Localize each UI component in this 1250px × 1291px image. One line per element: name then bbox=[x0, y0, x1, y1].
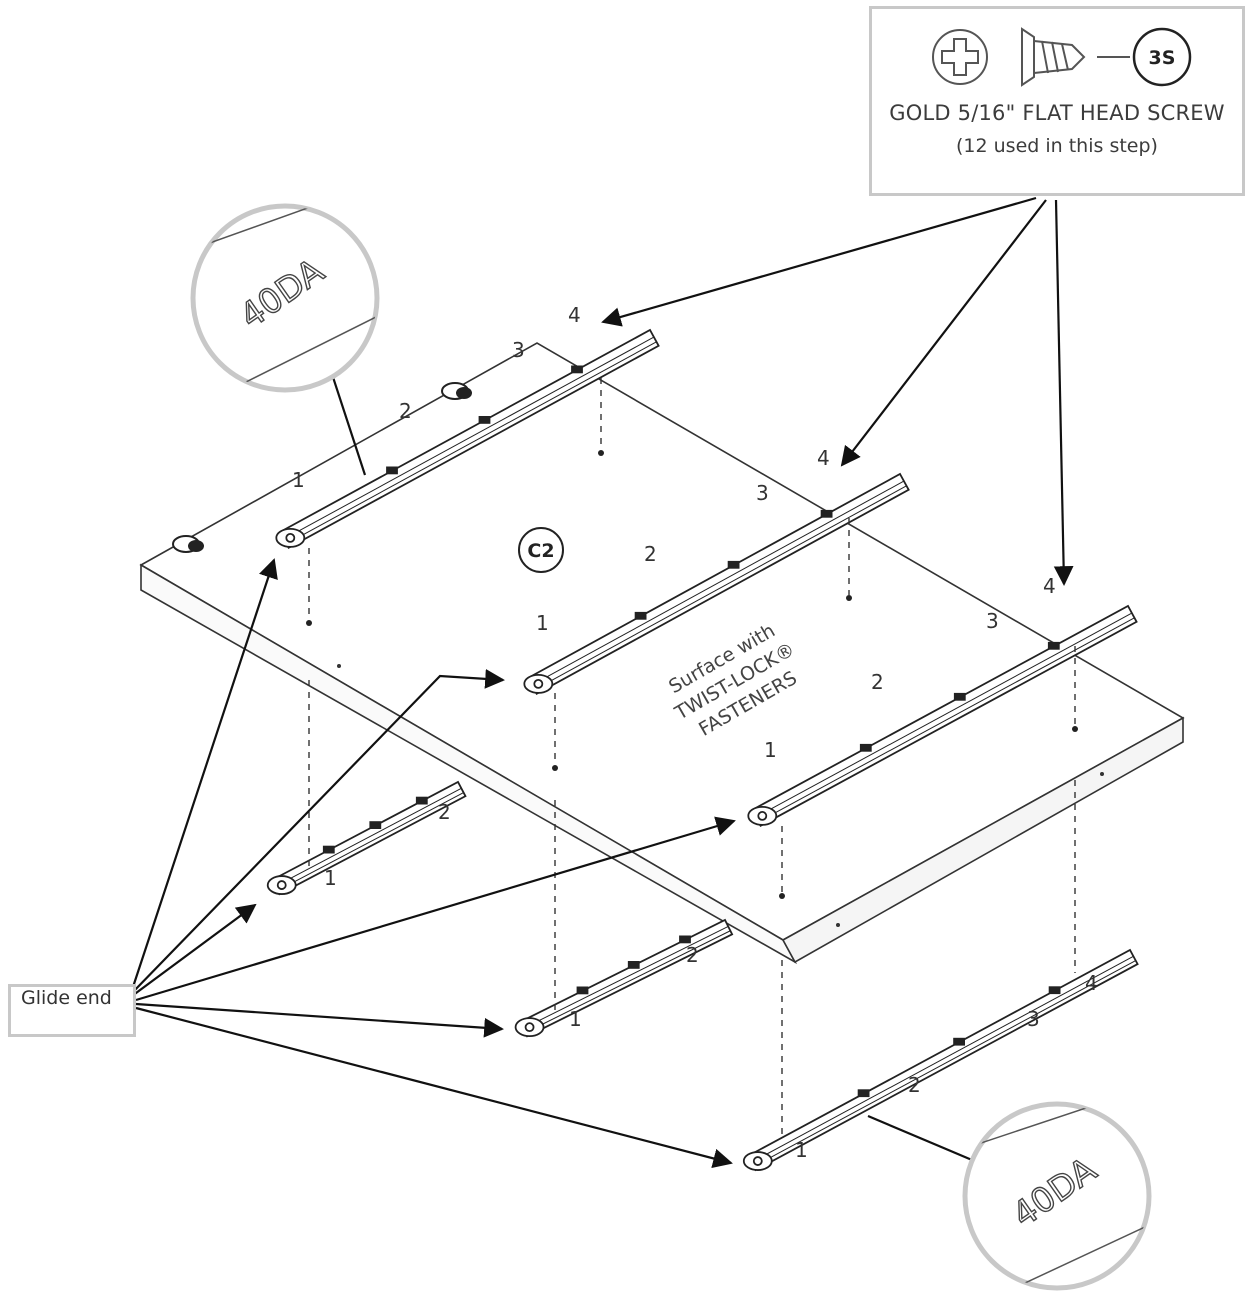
glide-end-arrows bbox=[130, 558, 736, 1169]
glide-tab bbox=[1047, 641, 1060, 650]
glide-tab bbox=[478, 415, 491, 424]
glide-number: 1 bbox=[795, 1138, 808, 1162]
glide-rail-groove bbox=[755, 612, 1133, 818]
glide-number: 2 bbox=[438, 800, 451, 824]
glide-number: 2 bbox=[686, 943, 699, 967]
glide-tab bbox=[634, 611, 647, 620]
glide-tab bbox=[571, 365, 583, 374]
screw-callout: 3S GOLD 5/16" FLAT HEAD SCREW (12 used i… bbox=[869, 6, 1245, 196]
panel-badge: C2 bbox=[518, 527, 564, 573]
glide-end-callout: Glide end bbox=[8, 984, 136, 1037]
hole-number: 3 bbox=[512, 338, 525, 362]
upper-glides bbox=[275, 328, 1138, 828]
dashed-guide-lines bbox=[308, 378, 1076, 1140]
glide-tab bbox=[322, 845, 335, 854]
glide-tab bbox=[820, 509, 833, 518]
hole-number: 1 bbox=[292, 468, 305, 492]
hole-number: 1 bbox=[764, 738, 777, 762]
upper-glide-middle bbox=[523, 472, 910, 696]
hole-number: 4 bbox=[1043, 574, 1056, 598]
screw-callout-arrows bbox=[601, 196, 1074, 586]
glide-rail-body bbox=[270, 780, 467, 896]
hole-number: 4 bbox=[817, 446, 830, 470]
glide-tab bbox=[679, 935, 691, 944]
glide-end-hole bbox=[533, 678, 544, 689]
flat-head-screw-icon bbox=[1021, 27, 1086, 87]
glide-tab bbox=[369, 821, 382, 829]
panel-badge-label: C2 bbox=[527, 540, 554, 562]
glide-end-label: Glide end bbox=[21, 987, 112, 1009]
glide-rail-groove bbox=[751, 955, 1134, 1163]
zoom-circle-bottom: 40DA bbox=[867, 1101, 1152, 1291]
panel-board bbox=[139, 342, 1185, 965]
hole-number: 1 bbox=[536, 611, 549, 635]
glide-end-hole bbox=[285, 532, 296, 543]
twist-lock-fastener-icon bbox=[172, 382, 472, 553]
glide-tab bbox=[415, 796, 428, 805]
zoom-circle-top: 40DA bbox=[190, 203, 380, 476]
glide-tab bbox=[857, 1089, 870, 1098]
glide-rail-groove bbox=[286, 341, 657, 545]
hole-number: 3 bbox=[756, 481, 769, 505]
hole-number: 2 bbox=[871, 670, 884, 694]
screw-callout-subtitle: (12 used in this step) bbox=[956, 135, 1158, 157]
glide-rail-groove bbox=[275, 787, 462, 887]
lower-glides bbox=[266, 780, 1139, 1172]
glide-rail-groove bbox=[525, 930, 731, 1034]
hole-number: 2 bbox=[644, 542, 657, 566]
lower-glide-right bbox=[742, 948, 1139, 1172]
glide-tab bbox=[627, 961, 640, 969]
glide-end-hole bbox=[752, 1156, 763, 1166]
glide-rail-groove bbox=[522, 925, 729, 1029]
glide-number: 2 bbox=[908, 1073, 921, 1097]
lower-glide-middle bbox=[514, 918, 734, 1038]
glide-rail-groove bbox=[758, 617, 1135, 823]
screw-holes bbox=[306, 450, 1078, 899]
glide-tab bbox=[953, 1037, 965, 1046]
glide-tab bbox=[859, 743, 872, 752]
glide-tab bbox=[386, 466, 398, 475]
glide-rail-groove bbox=[753, 960, 1136, 1168]
glide-tab bbox=[727, 560, 740, 569]
glide-tab bbox=[1048, 986, 1061, 995]
glide-number: 4 bbox=[1085, 971, 1098, 995]
hole-number: 2 bbox=[399, 399, 412, 423]
glide-number: 1 bbox=[324, 866, 337, 890]
glide-rail-groove bbox=[531, 480, 905, 686]
glide-number: 1 bbox=[569, 1007, 582, 1031]
glide-number: 3 bbox=[1027, 1007, 1040, 1031]
glide-rail-groove bbox=[283, 336, 655, 540]
glide-rail-groove bbox=[277, 792, 464, 892]
hole-number: 4 bbox=[568, 303, 581, 327]
glide-end-hole bbox=[524, 1022, 535, 1033]
screw-callout-title: GOLD 5/16" FLAT HEAD SCREW bbox=[889, 101, 1225, 125]
glide-end-hole bbox=[757, 811, 768, 821]
phillips-head-icon bbox=[932, 29, 988, 85]
screw-badge-label: 3S bbox=[1149, 47, 1176, 69]
upper-glide-left bbox=[275, 328, 660, 550]
screw-callout-icons: 3S bbox=[932, 27, 1192, 87]
glide-tab bbox=[576, 986, 589, 995]
lower-glide-left bbox=[266, 780, 467, 896]
glide-rail-body bbox=[518, 918, 734, 1038]
upper-glide-right bbox=[747, 604, 1138, 828]
glide-rail-groove bbox=[534, 485, 907, 691]
hole-number: 3 bbox=[986, 609, 999, 633]
glide-end-hole bbox=[276, 880, 287, 890]
screw-badge: 3S bbox=[1132, 27, 1192, 87]
glide-tab bbox=[953, 692, 966, 701]
panel-dots bbox=[337, 664, 1104, 927]
